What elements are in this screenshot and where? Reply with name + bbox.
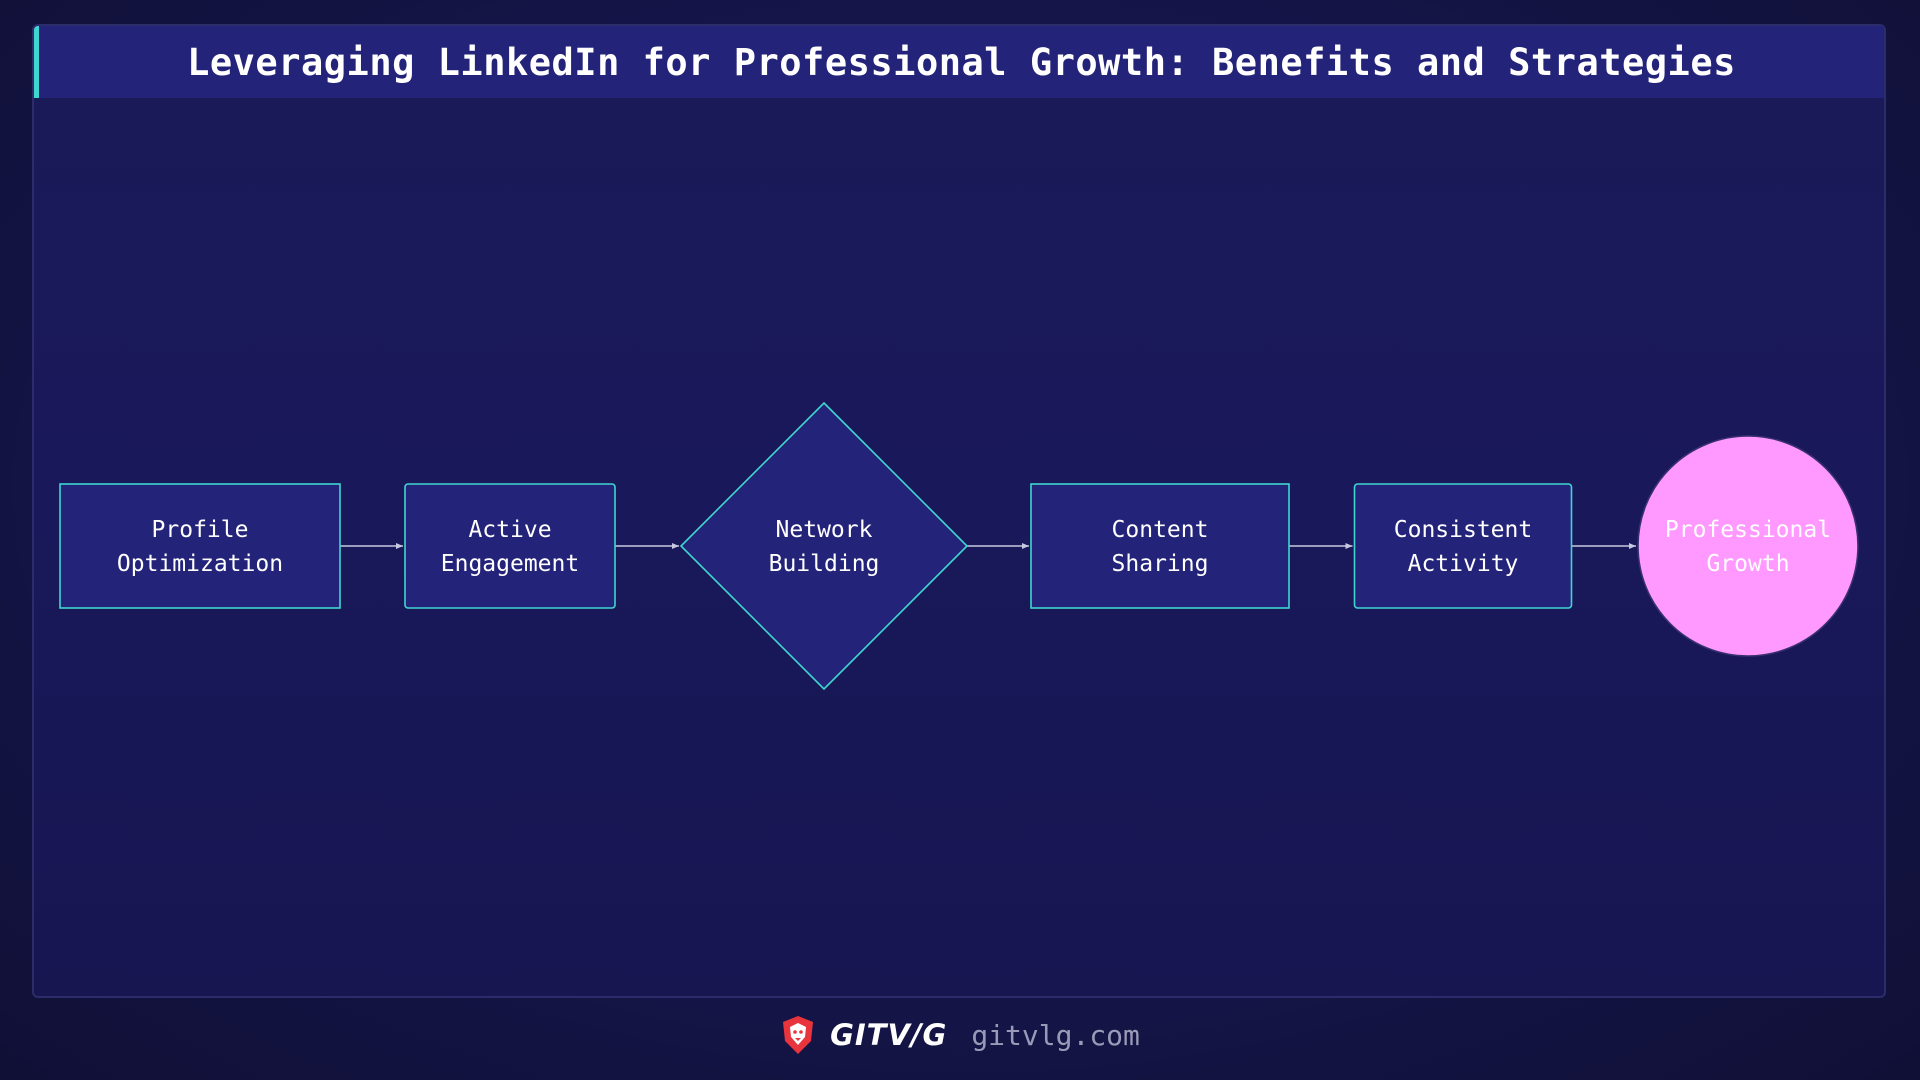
- lion-shield-icon: [783, 1016, 814, 1054]
- diagram-panel: Leveraging LinkedIn for Professional Gro…: [32, 24, 1886, 998]
- title-bar: Leveraging LinkedIn for Professional Gro…: [34, 26, 1884, 98]
- brand-url[interactable]: gitvlg.com: [971, 1018, 1140, 1052]
- diagram-title: Leveraging LinkedIn for Professional Gro…: [187, 40, 1736, 84]
- brand-name: GITV/G: [830, 1018, 948, 1052]
- footer: GITV/G gitvlg.com: [0, 1010, 1920, 1060]
